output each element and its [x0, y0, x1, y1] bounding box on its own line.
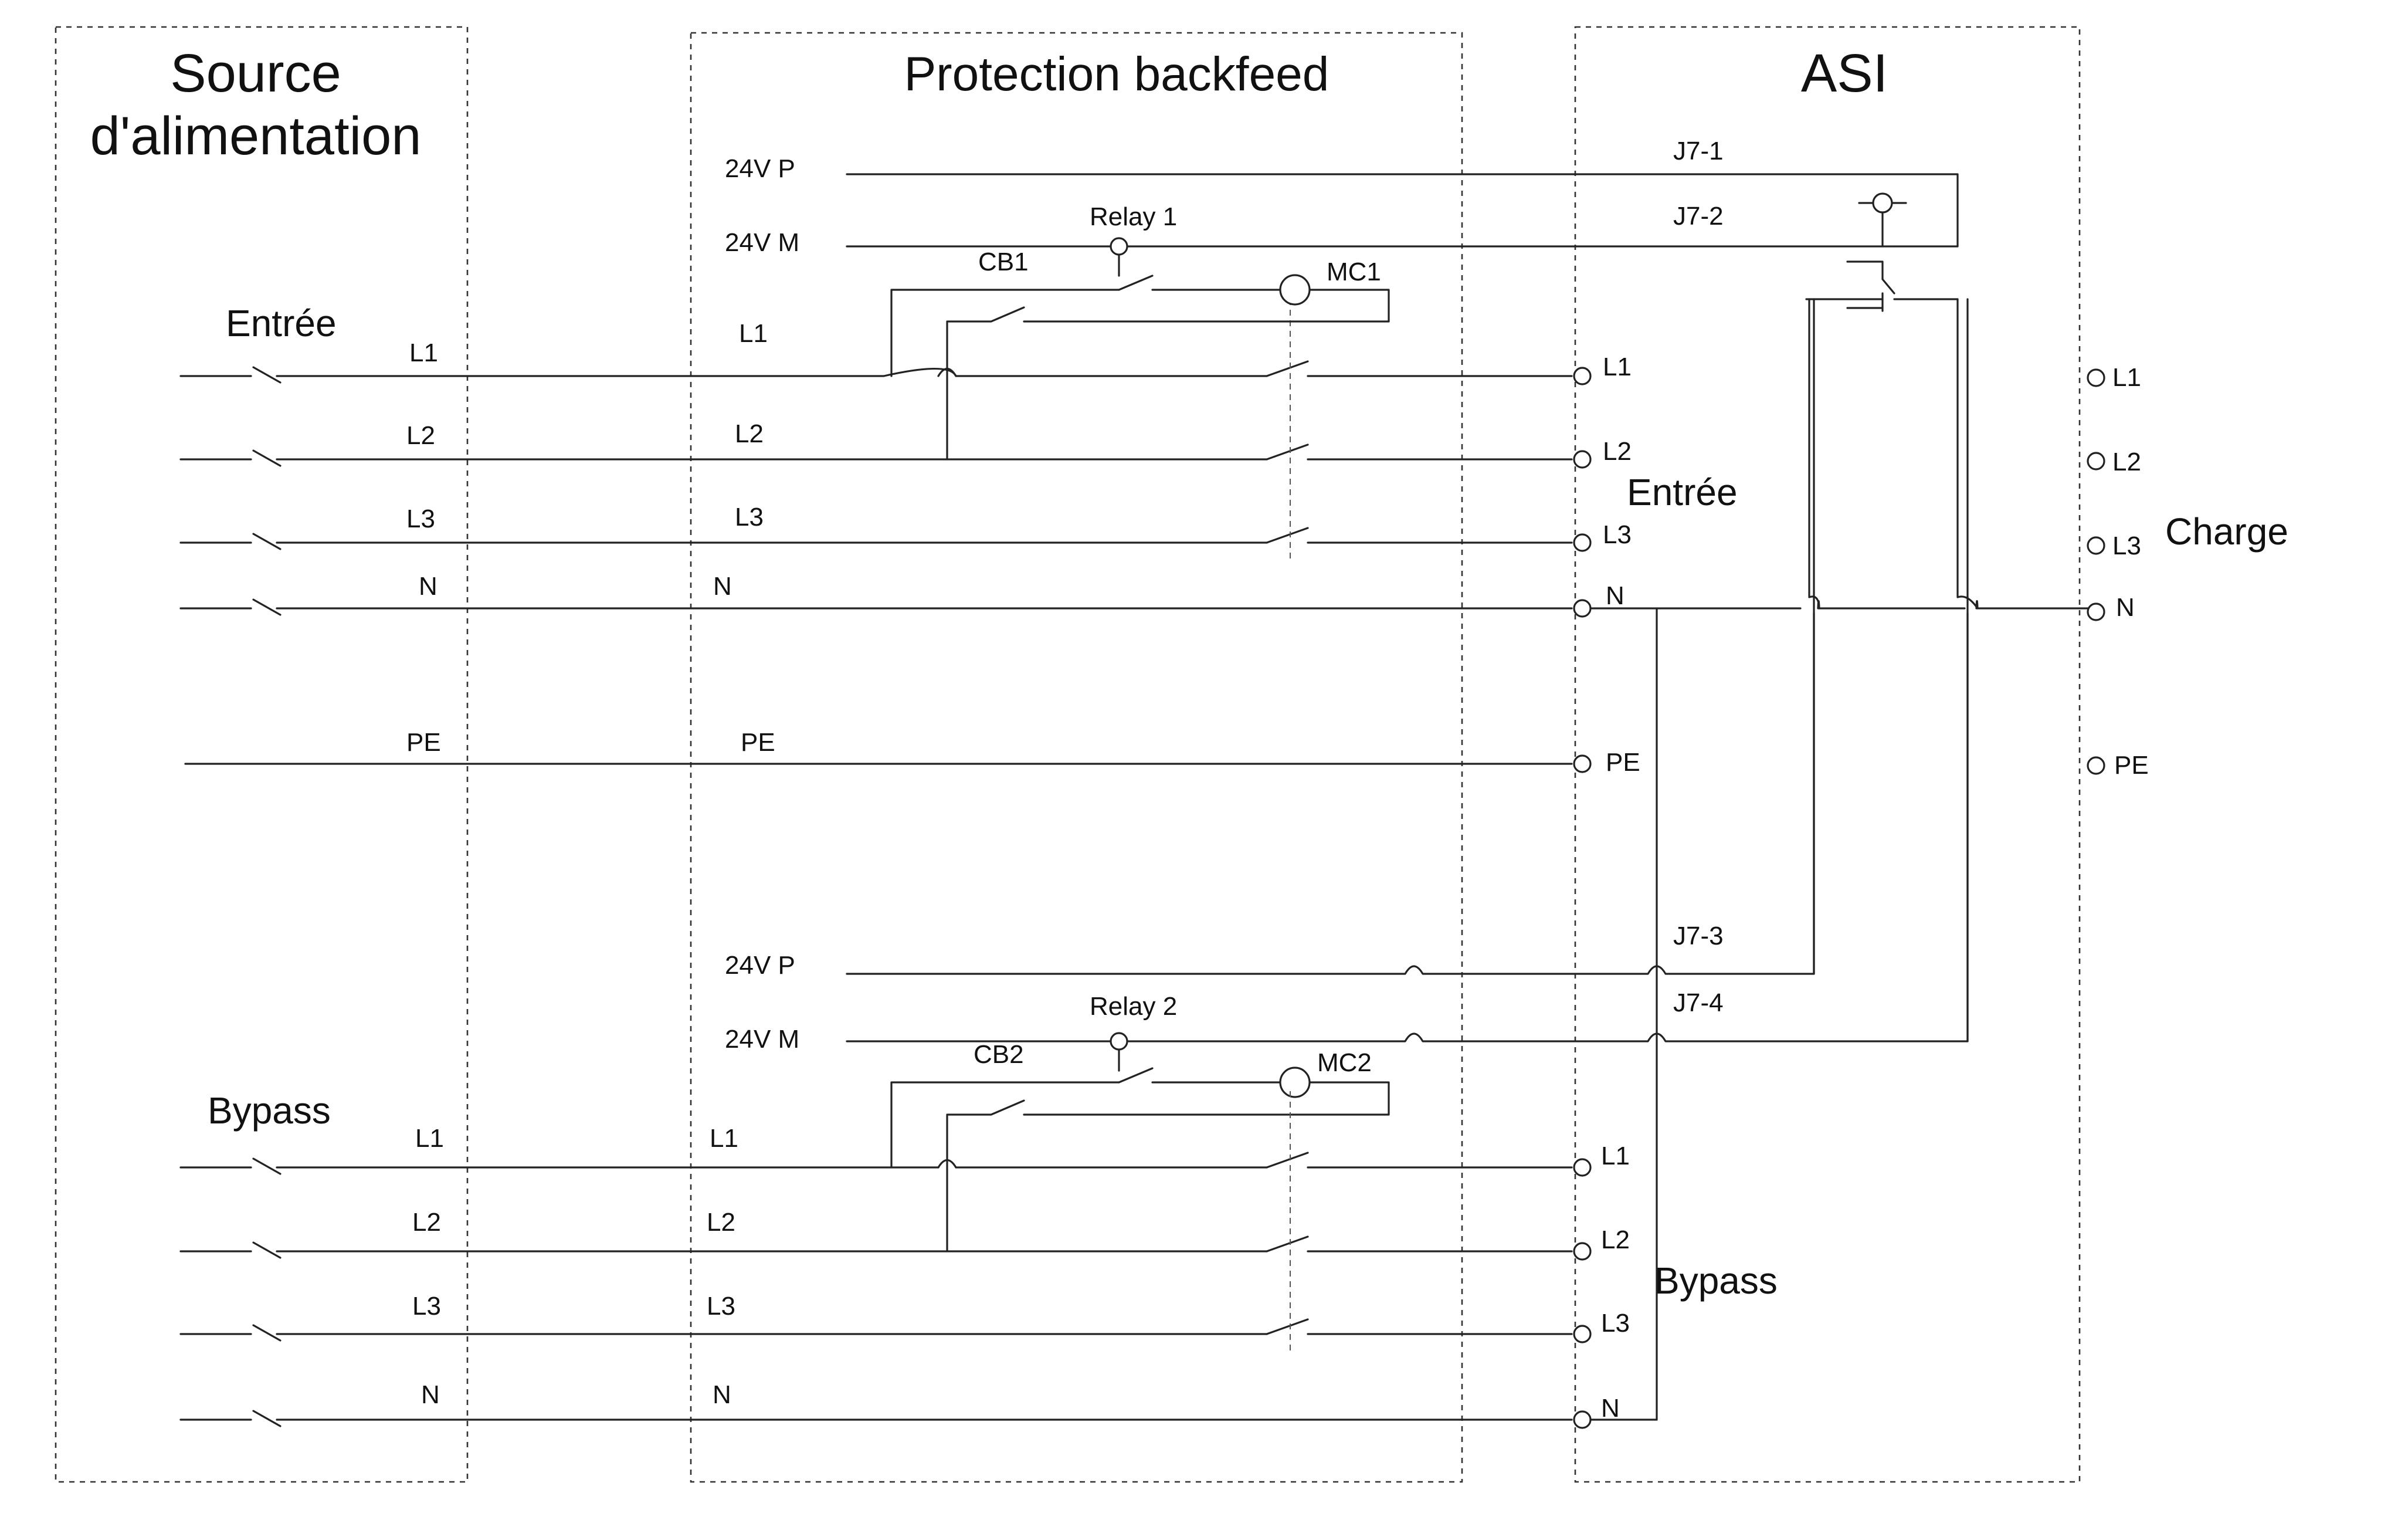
entree-lines — [179, 366, 1573, 765]
panel-source-title-2: d'alimentation — [90, 106, 422, 166]
charge-l3: L3 — [2112, 532, 2141, 560]
charge-n: N — [2116, 593, 2135, 622]
relay2-label: Relay 2 — [1090, 992, 1177, 1021]
cb1-label: CB1 — [978, 248, 1029, 276]
mc2-coil-icon — [1279, 1067, 1311, 1098]
charge-terminals: L1 L2 L3 N PE Charge — [2087, 363, 2288, 780]
asi-bypass-terminals: L1 L2 L3 N Bypass — [1573, 1142, 1778, 1429]
src-entree-l1: L1 — [409, 338, 438, 367]
src-bypass-l3: L3 — [412, 1292, 441, 1321]
j71-label: J7-1 — [1673, 137, 1724, 165]
asi-bypass-l2: L2 — [1601, 1226, 1630, 1254]
panel-asi-title: ASI — [1801, 43, 1888, 103]
charge-l1: L1 — [2112, 363, 2141, 392]
asi-neutral-bus — [1589, 298, 2089, 1421]
src-entree-n: N — [419, 572, 437, 601]
asi-bypass-label: Bypass — [1654, 1260, 1778, 1302]
bypass-24vp-label: 24V P — [725, 951, 795, 980]
src-entree-l3: L3 — [406, 505, 435, 533]
relay1-icon — [1110, 237, 1128, 256]
mc1-label: MC1 — [1327, 258, 1381, 286]
cb2-control-circuit: CB2 MC2 — [890, 1040, 1390, 1252]
mc2-contacts — [1266, 1091, 1309, 1355]
entree-24vm-label: 24V M — [725, 228, 799, 257]
asi-bypass-l3: L3 — [1601, 1309, 1630, 1338]
entree-24v: 24V P 24V M Relay 1 J7-1 J7-2 — [725, 137, 1959, 277]
panel-source-title-1: Source — [170, 43, 341, 103]
j74-label: J7-4 — [1673, 988, 1724, 1017]
prot-entree-pe: PE — [741, 728, 775, 757]
cb1-control-circuit: CB1 MC1 — [890, 248, 1390, 461]
src-bypass-l2: L2 — [412, 1208, 441, 1237]
relay1-label: Relay 1 — [1090, 202, 1177, 231]
j72-label: J7-2 — [1673, 202, 1724, 231]
asi-entree-l1: L1 — [1603, 353, 1632, 381]
cb2-label: CB2 — [974, 1040, 1024, 1069]
prot-bypass-l2: L2 — [707, 1208, 735, 1237]
prot-entree-l1: L1 — [739, 319, 768, 348]
mc1-coil-icon — [1279, 274, 1311, 306]
charge-label: Charge — [2165, 510, 2288, 553]
prot-entree-l3: L3 — [735, 503, 764, 532]
asi-entree-l3: L3 — [1603, 520, 1632, 549]
j73-label: J7-3 — [1673, 922, 1724, 950]
asi-entree-pe: PE — [1606, 748, 1640, 777]
src-entree-l2: L2 — [406, 421, 435, 450]
bypass-phase-labels: L1 L2 L3 N L1 L2 L3 N — [412, 1124, 738, 1409]
group-bypass-label: Bypass — [208, 1089, 331, 1132]
panel-asi — [1574, 26, 2081, 1483]
group-entree-label: Entrée — [226, 302, 337, 344]
asi-entree-terminals: L1 L2 L3 N PE Entrée — [1573, 353, 1738, 777]
charge-pe: PE — [2114, 751, 2149, 780]
asi-relay-contacts — [1805, 192, 1959, 312]
asi-entree-l2: L2 — [1603, 437, 1632, 466]
prot-entree-n: N — [713, 572, 732, 601]
src-bypass-n: N — [421, 1380, 440, 1409]
entree-24vp-label: 24V P — [725, 154, 795, 183]
bypass-lines — [179, 1157, 1658, 1427]
asi-entree-n: N — [1606, 581, 1624, 610]
mc1-contacts — [1266, 299, 1309, 563]
src-bypass-l1: L1 — [415, 1124, 444, 1153]
src-entree-pe: PE — [406, 728, 441, 757]
prot-bypass-n: N — [713, 1380, 731, 1409]
panel-protection-title: Protection backfeed — [904, 48, 1330, 101]
prot-entree-l2: L2 — [735, 419, 764, 448]
entree-phase-labels: L1 L2 L3 N PE L1 L2 L3 N PE — [406, 319, 775, 757]
panel-source — [55, 26, 469, 1483]
relay2-icon — [1110, 1032, 1128, 1051]
asi-bypass-n: N — [1601, 1394, 1620, 1423]
asi-entree-label: Entrée — [1627, 471, 1738, 513]
prot-bypass-l1: L1 — [710, 1124, 738, 1153]
asi-bypass-l1: L1 — [1601, 1142, 1630, 1170]
bypass-24v: 24V P 24V M Relay 2 J7-3 J7-4 — [725, 298, 1969, 1072]
bypass-24vm-label: 24V M — [725, 1025, 799, 1054]
charge-l2: L2 — [2112, 448, 2141, 476]
mc2-label: MC2 — [1317, 1048, 1372, 1077]
panel-protection — [690, 32, 1463, 1483]
prot-bypass-l3: L3 — [707, 1292, 735, 1321]
asi-relay-coil-icon — [1872, 192, 1893, 214]
